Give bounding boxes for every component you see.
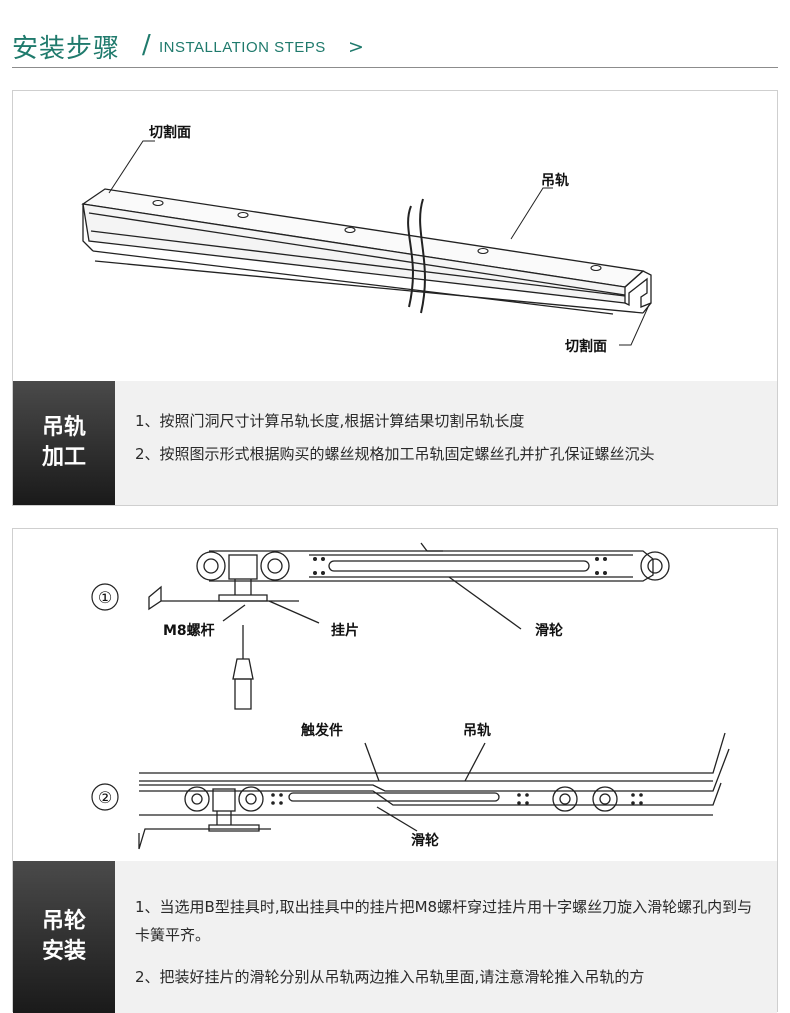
pulley-install-tag: 吊轮 安装 (13, 861, 115, 1013)
pulley-caption: 吊轮 安装 1、当选用B型挂具时,取出挂具中的挂片把M8螺杆穿过挂片用十字螺丝刀… (13, 861, 777, 1013)
label-cut-face-top: 切割面 (149, 124, 191, 141)
label-pulley-1: 滑轮 (535, 622, 563, 639)
label-trigger: 触发件 (300, 722, 343, 739)
tag-line-1: 吊轨 (41, 415, 86, 440)
label-pulley-2: 滑轮 (411, 832, 439, 849)
label-cut-face-bottom: 切割面 (565, 338, 607, 355)
rail-processing-tag: 吊轨 加工 (13, 381, 115, 505)
header-slash: / (142, 30, 151, 60)
label-rail: 吊轨 (541, 172, 569, 189)
header-title-en: INSTALLATION STEPS (159, 39, 326, 56)
rail-processing-panel: 切割面 吊轨 切割面 吊轨 加工 1、按照门洞尺寸计算吊轨长度,根据计算结果切割… (12, 90, 778, 506)
rail-caption: 吊轨 加工 1、按照门洞尺寸计算吊轨长度,根据计算结果切割吊轨长度 2、按照图示… (13, 381, 777, 505)
label-plate: 挂片 (331, 622, 359, 639)
chevron-right-icon: > (348, 36, 364, 58)
rail-diagram: 切割面 吊轨 切割面 (13, 91, 777, 381)
step-item: 2、把装好挂片的滑轮分别从吊轨两边推入吊轨里面,请注意滑轮推入吊轨的方 (135, 968, 645, 986)
pulley-illustration: ① ② M8螺杆 挂片 滑轮 触发件 吊轨 滑轮 (91, 542, 730, 850)
pulley-steps: 1、当选用B型挂具时,取出挂具中的挂片把M8螺杆穿过挂片用十字螺丝刀旋入滑轮螺孔… (135, 893, 765, 1005)
tag-line-1: 吊轮 (41, 909, 86, 934)
label-m8-bolt: M8螺杆 (163, 622, 215, 639)
label-step-1: ① (98, 588, 112, 607)
rail-illustration: 切割面 吊轨 切割面 (81, 124, 652, 355)
step-item: 1、按照门洞尺寸计算吊轨长度,根据计算结果切割吊轨长度 (135, 412, 525, 430)
step-item: 1、当选用B型挂具时,取出挂具中的挂片把M8螺杆穿过挂片用十字螺丝刀旋入滑轮螺孔… (135, 898, 753, 944)
tag-line-2: 安装 (41, 939, 86, 964)
pulley-install-panel: ① ② M8螺杆 挂片 滑轮 触发件 吊轨 滑轮 吊轮 安装 1、当选用B型挂具… (12, 528, 778, 1013)
step-item: 2、按照图示形式根据购买的螺丝规格加工吊轨固定螺丝孔并扩孔保证螺丝沉头 (135, 445, 655, 463)
header-title-cn: 安装步骤 (12, 34, 121, 64)
rail-steps: 1、按照门洞尺寸计算吊轨长度,根据计算结果切割吊轨长度 2、按照图示形式根据购买… (135, 409, 765, 475)
label-step-2: ② (98, 788, 112, 807)
section-header: 安装步骤 / INSTALLATION STEPS > (12, 26, 778, 68)
pulley-diagram: ① ② M8螺杆 挂片 滑轮 触发件 吊轨 滑轮 (13, 529, 777, 861)
label-rail-2: 吊轨 (463, 722, 491, 739)
tag-line-2: 加工 (41, 445, 86, 470)
